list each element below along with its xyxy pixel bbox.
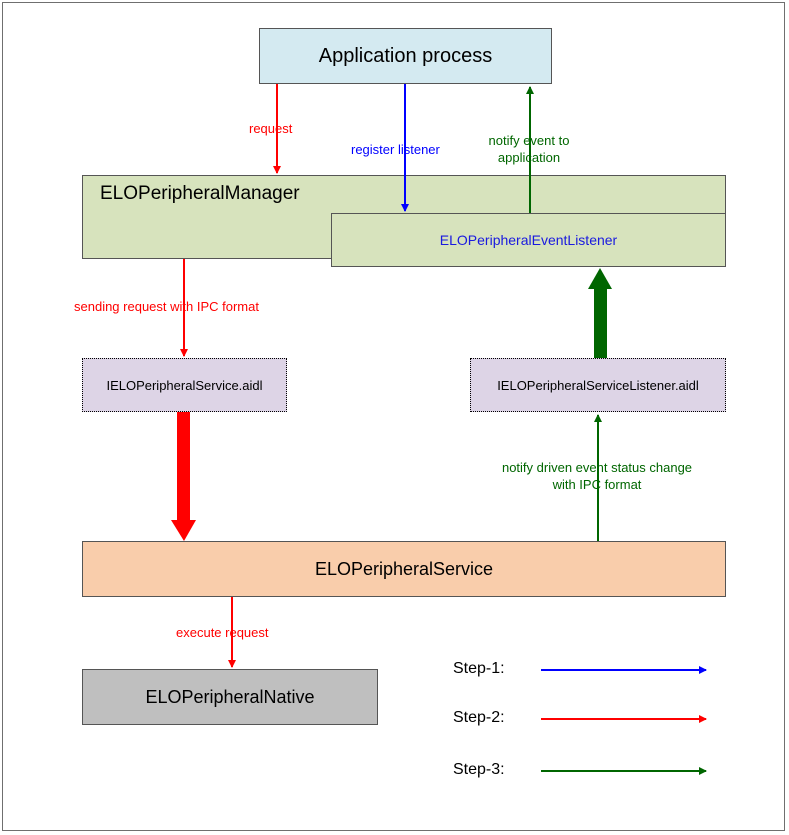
legend-step1-label: Step-1: (453, 660, 505, 677)
notify-driven-line2: with IPC format (552, 477, 642, 492)
request-label: request (249, 121, 293, 136)
notify-driven-label: notify driven event status change with I… (482, 460, 712, 492)
event-listener-box: ELOPeripheralEventListener (331, 213, 726, 267)
notify-app-line1: notify event to (488, 133, 570, 148)
service-aidl-box: IELOPeripheralService.aidl (82, 358, 287, 412)
application-process-label: Application process (318, 44, 493, 67)
peripheral-native-box: ELOPeripheralNative (82, 669, 378, 725)
legend-step3-label: Step-3: (453, 761, 505, 778)
listener-aidl-box: IELOPeripheralServiceListener.aidl (470, 358, 726, 412)
peripheral-manager-label: ELOPeripheralManager (100, 183, 300, 204)
application-process-box: Application process (259, 28, 552, 84)
event-listener-label: ELOPeripheralEventListener (439, 232, 618, 248)
notify-app-label: notify event to application (479, 133, 579, 165)
peripheral-service-box: ELOPeripheralService (82, 541, 726, 597)
listener-aidl-label: IELOPeripheralServiceListener.aidl (497, 377, 699, 393)
register-listener-label: register listener (351, 142, 440, 157)
notify-driven-line1: notify driven event status change (501, 460, 693, 475)
peripheral-native-label: ELOPeripheralNative (145, 686, 315, 707)
notify-app-line2: application (497, 150, 561, 165)
peripheral-service-label: ELOPeripheralService (314, 558, 494, 579)
execute-request-label: execute request (176, 625, 269, 640)
sending-request-label: sending request with IPC format (74, 299, 259, 314)
service-aidl-label: IELOPeripheralService.aidl (106, 377, 263, 393)
legend-step2-label: Step-2: (453, 709, 505, 726)
